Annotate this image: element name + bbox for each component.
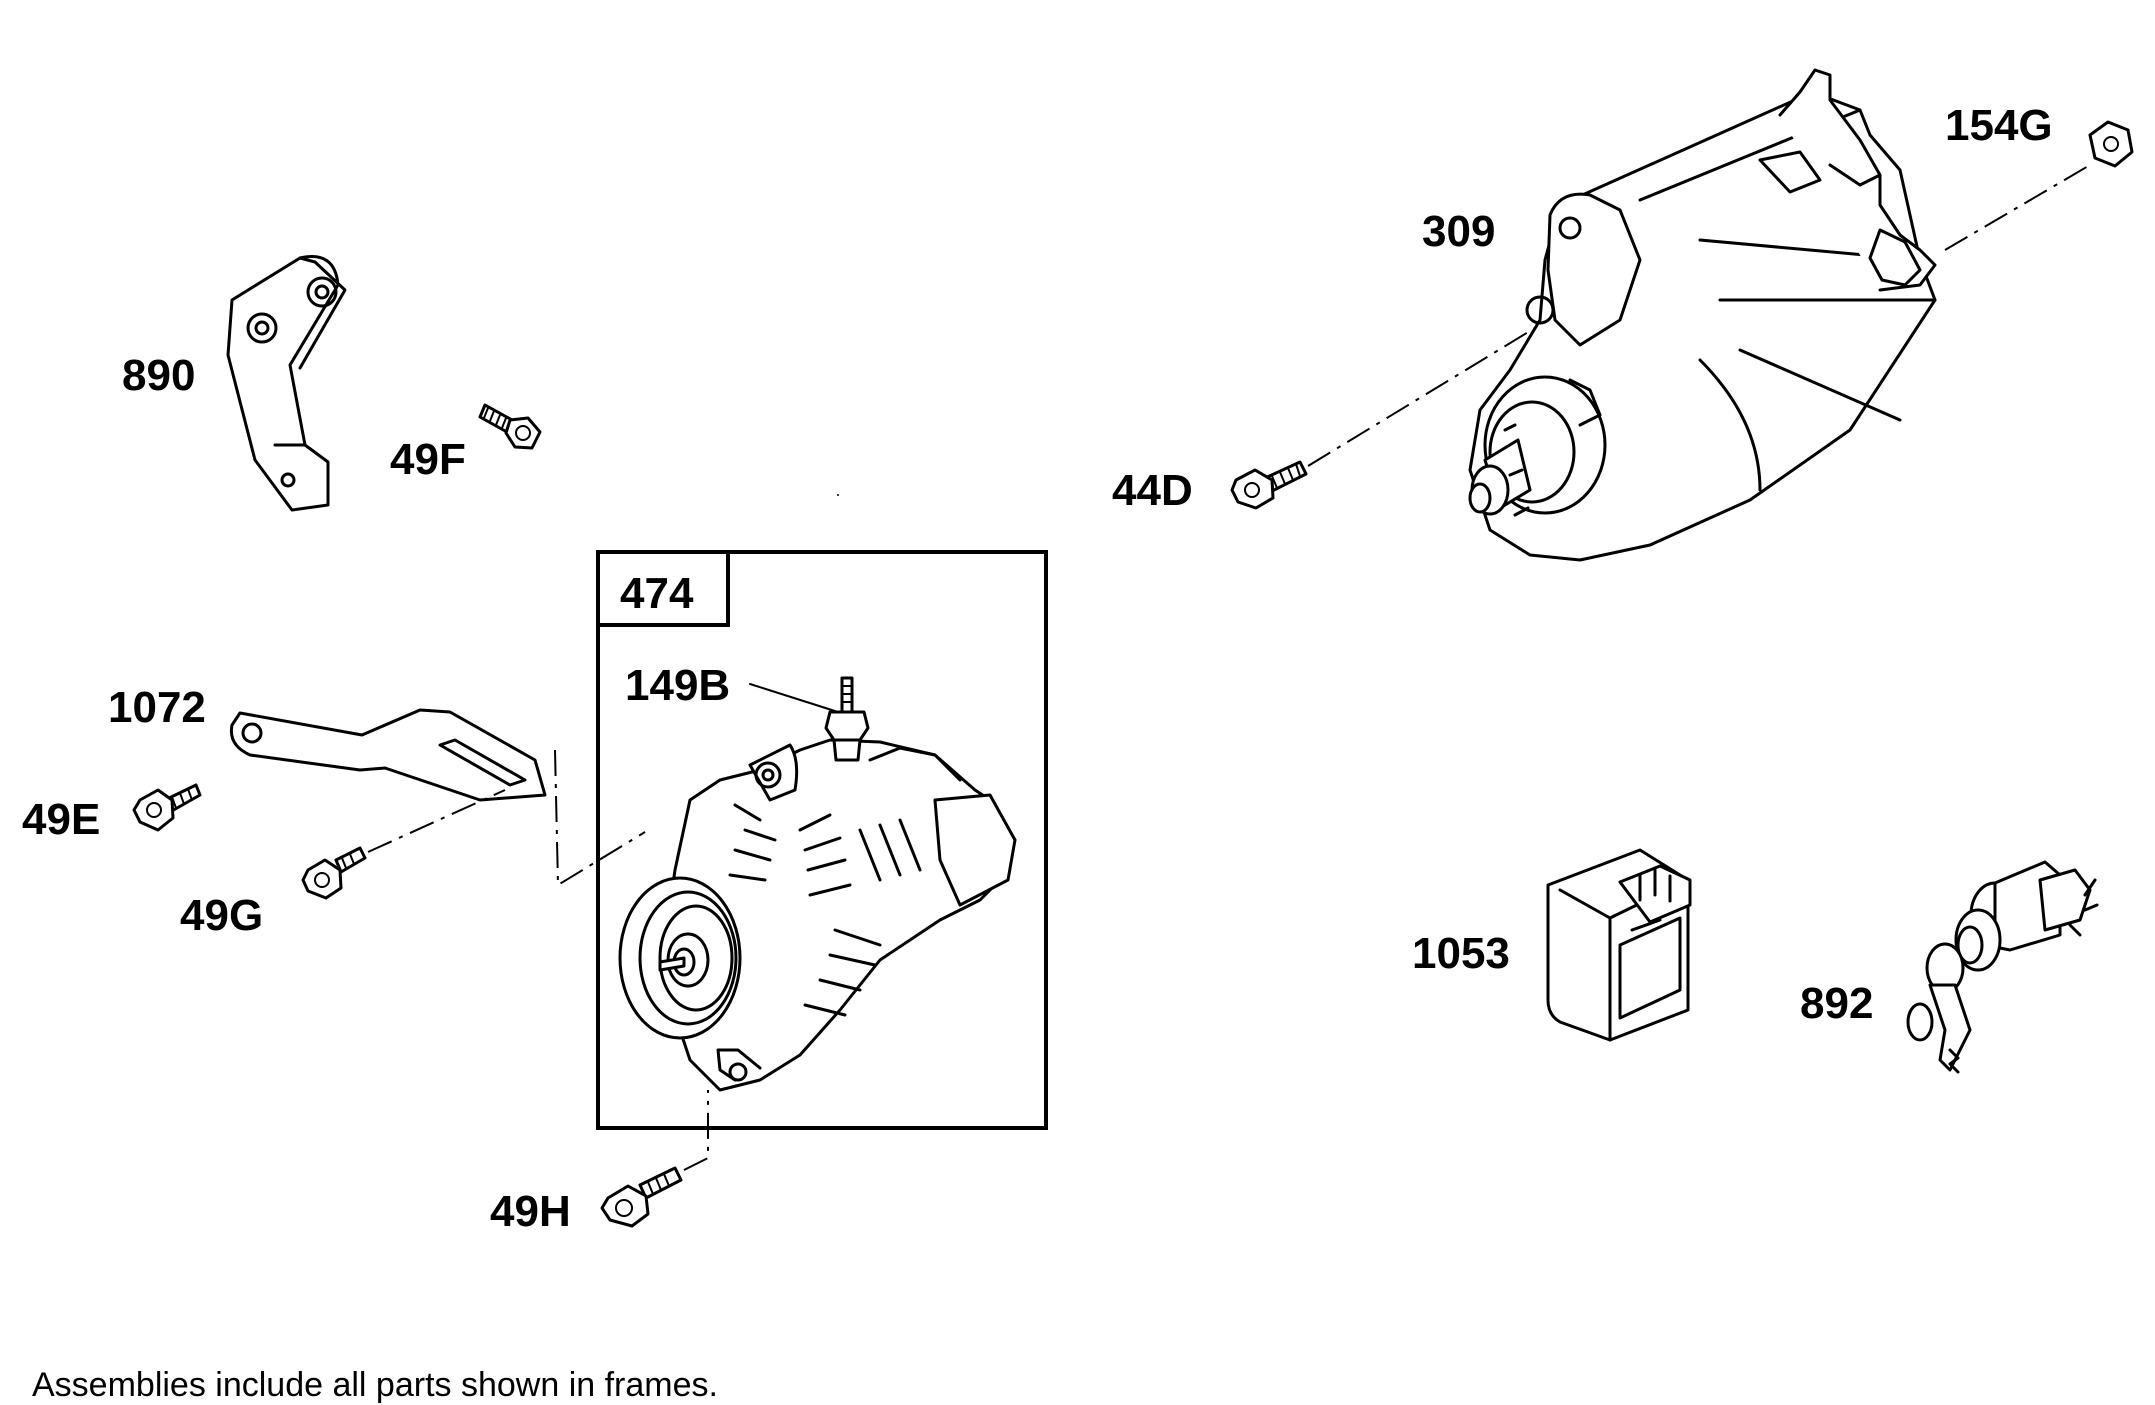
callout-49E: 49E bbox=[22, 795, 100, 844]
callout-149B: 149B bbox=[625, 661, 730, 710]
callout-49G: 49G bbox=[180, 891, 263, 940]
part-49H-bolt bbox=[600, 1090, 709, 1228]
callout-892: 892 bbox=[1800, 979, 1873, 1028]
callout-49F: 49F bbox=[390, 435, 466, 484]
part-49E-bolt bbox=[132, 783, 202, 832]
part-474-alternator bbox=[618, 738, 1017, 1092]
part-892-ignition-switch bbox=[1906, 860, 2099, 1074]
assembly-474-frame bbox=[596, 550, 1048, 1130]
part-1072-adjusting-strap bbox=[229, 708, 646, 887]
callout-49H: 49H bbox=[490, 1187, 571, 1236]
part-49G-bolt bbox=[301, 789, 506, 900]
callout-154G: 154G bbox=[1945, 101, 2053, 150]
part-154G-nut bbox=[2088, 120, 2134, 168]
part-1053-relay bbox=[1546, 848, 1692, 1042]
part-309-starter-motor bbox=[1468, 68, 2091, 562]
callout-1072: 1072 bbox=[108, 683, 206, 732]
callout-890: 890 bbox=[122, 351, 195, 400]
part-44D-bolt bbox=[1230, 319, 1549, 510]
callout-474: 474 bbox=[620, 569, 694, 618]
callout-44D: 44D bbox=[1112, 466, 1193, 515]
part-149B-terminal-nut bbox=[749, 494, 870, 762]
part-49F-bolt bbox=[478, 403, 542, 450]
footnote: Assemblies include all parts shown in fr… bbox=[32, 1366, 718, 1404]
callout-1053: 1053 bbox=[1412, 929, 1510, 978]
part-890-bracket bbox=[226, 255, 347, 512]
callout-309: 309 bbox=[1422, 207, 1495, 256]
